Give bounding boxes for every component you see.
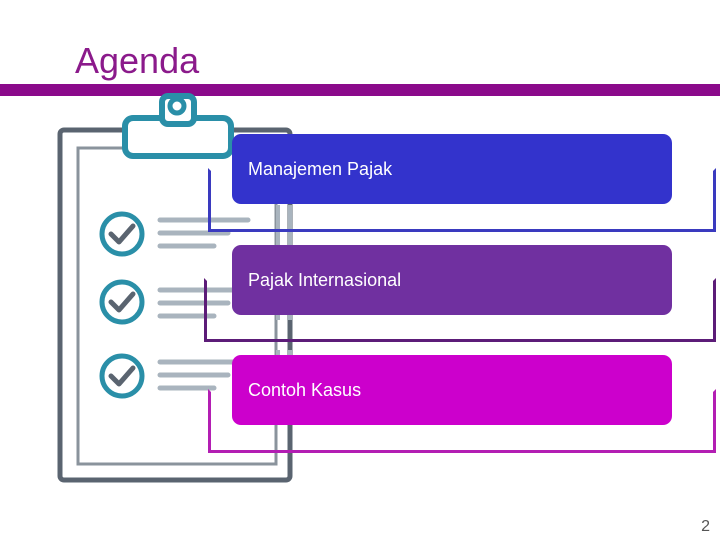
slide-title: Agenda [75,40,200,81]
agenda-item-frame [208,389,716,453]
check-circle-icon [99,353,145,399]
clipboard-clip-hole [167,96,187,116]
agenda-item-frame [208,168,716,232]
page-number: 2 [701,518,710,535]
list-lines [157,217,251,249]
agenda-item-frame [204,278,716,342]
agenda-item-manajemen-pajak[interactable]: Manajemen Pajak [232,134,672,204]
agenda-item-pajak-internasional[interactable]: Pajak Internasional [232,245,672,315]
check-circle-icon [99,279,145,325]
check-circle-icon [99,211,145,257]
agenda-item-contoh-kasus[interactable]: Contoh Kasus [232,355,672,425]
agenda-item-label: Manajemen Pajak [248,158,393,179]
agenda-item-label: Contoh Kasus [248,379,362,400]
agenda-item-label: Pajak Internasional [248,269,402,290]
